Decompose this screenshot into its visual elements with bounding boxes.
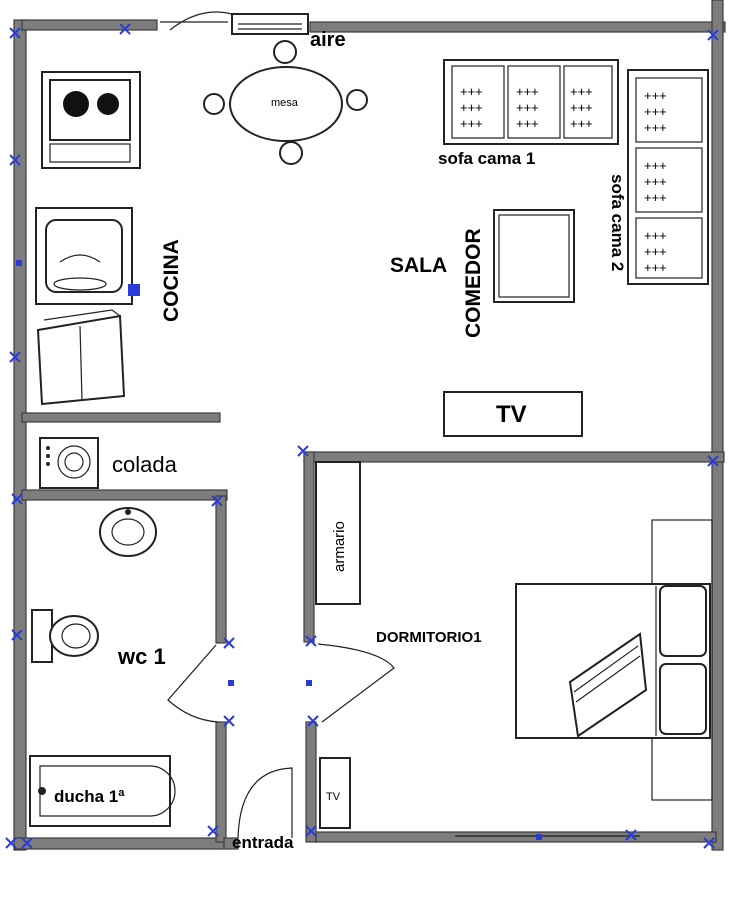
wall-bottom-left bbox=[13, 837, 225, 850]
label-entrada: entrada bbox=[232, 833, 294, 852]
wall-bottom-right bbox=[315, 831, 717, 843]
stove-icon bbox=[41, 71, 141, 169]
sofa-bed-2-icon: +++++++++ +++++++++ +++++++++ bbox=[627, 69, 709, 285]
washing-machine-icon bbox=[39, 437, 99, 489]
wall-kitchen-laundry bbox=[21, 412, 221, 423]
svg-text:+++: +++ bbox=[516, 116, 539, 131]
wall-bedroom-top bbox=[303, 451, 725, 463]
kitchen-sink-icon bbox=[35, 207, 140, 305]
label-cocina: COCINA bbox=[160, 239, 183, 322]
label-sofa-cama-1: sofa cama 1 bbox=[438, 149, 535, 168]
svg-text:+++: +++ bbox=[570, 116, 593, 131]
label-dormitorio: DORMITORIO1 bbox=[376, 629, 482, 646]
svg-text:+++: +++ bbox=[516, 84, 539, 99]
svg-text:+++: +++ bbox=[460, 84, 483, 99]
wall-markers bbox=[5, 21, 719, 849]
wall-bedroom-left-upper bbox=[303, 451, 315, 643]
wall-entry-jamb bbox=[223, 837, 239, 850]
bathtub-icon bbox=[29, 755, 176, 827]
toilet-icon bbox=[31, 609, 99, 663]
svg-text:+++: +++ bbox=[460, 100, 483, 115]
svg-text:+++: +++ bbox=[644, 174, 667, 189]
wardrobe-icon bbox=[315, 461, 361, 605]
tv-living-icon bbox=[443, 391, 583, 437]
wall-bath-right-lower bbox=[215, 721, 227, 843]
bath-door-icon bbox=[167, 644, 219, 723]
label-comedor: COMEDOR bbox=[462, 228, 485, 338]
bedroom-door-icon bbox=[317, 643, 395, 723]
label-aire: aire bbox=[310, 29, 346, 51]
walls bbox=[13, 0, 726, 851]
wall-bath-right-upper bbox=[215, 495, 227, 644]
bathroom-sink-icon bbox=[99, 507, 157, 557]
label-mesa: mesa bbox=[271, 97, 299, 109]
label-tv-small: TV bbox=[326, 791, 341, 803]
svg-text:+++: +++ bbox=[570, 84, 593, 99]
label-sofa-cama-2: sofa cama 2 bbox=[608, 174, 627, 271]
label-armario: armario bbox=[331, 521, 348, 572]
svg-text:+++: +++ bbox=[644, 260, 667, 275]
svg-text:+++: +++ bbox=[644, 190, 667, 205]
label-tv-living: TV bbox=[496, 401, 527, 428]
svg-text:+++: +++ bbox=[516, 100, 539, 115]
svg-text:+++: +++ bbox=[644, 104, 667, 119]
door-top-icon bbox=[169, 11, 233, 31]
label-sala: SALA bbox=[390, 254, 447, 277]
air-conditioner-icon bbox=[231, 13, 309, 35]
wall-bedroom-left-lower bbox=[305, 721, 317, 843]
svg-text:+++: +++ bbox=[644, 244, 667, 259]
svg-text:+++: +++ bbox=[644, 158, 667, 173]
svg-text:+++: +++ bbox=[644, 88, 667, 103]
wall-right bbox=[711, 0, 724, 851]
svg-text:+++: +++ bbox=[460, 116, 483, 131]
label-wc: wc 1 bbox=[117, 644, 166, 669]
coffee-table-icon bbox=[493, 209, 575, 303]
svg-text:+++: +++ bbox=[570, 100, 593, 115]
wall-laundry-bath bbox=[21, 489, 228, 501]
tv-bedroom-icon bbox=[319, 757, 351, 829]
label-colada: colada bbox=[112, 452, 178, 477]
wall-top-right bbox=[309, 21, 726, 33]
svg-text:+++: +++ bbox=[644, 228, 667, 243]
svg-text:+++: +++ bbox=[644, 120, 667, 135]
fridge-icon bbox=[36, 309, 126, 406]
wall-left bbox=[13, 19, 27, 851]
wall-top-left bbox=[21, 19, 158, 31]
label-ducha: ducha 1ª bbox=[54, 787, 125, 806]
double-bed-icon bbox=[515, 519, 713, 801]
dining-table-icon bbox=[203, 40, 368, 165]
sofa-bed-1-icon: +++++++++ +++++++++ +++++++++ bbox=[443, 59, 619, 145]
entrance-door-icon bbox=[237, 767, 293, 839]
